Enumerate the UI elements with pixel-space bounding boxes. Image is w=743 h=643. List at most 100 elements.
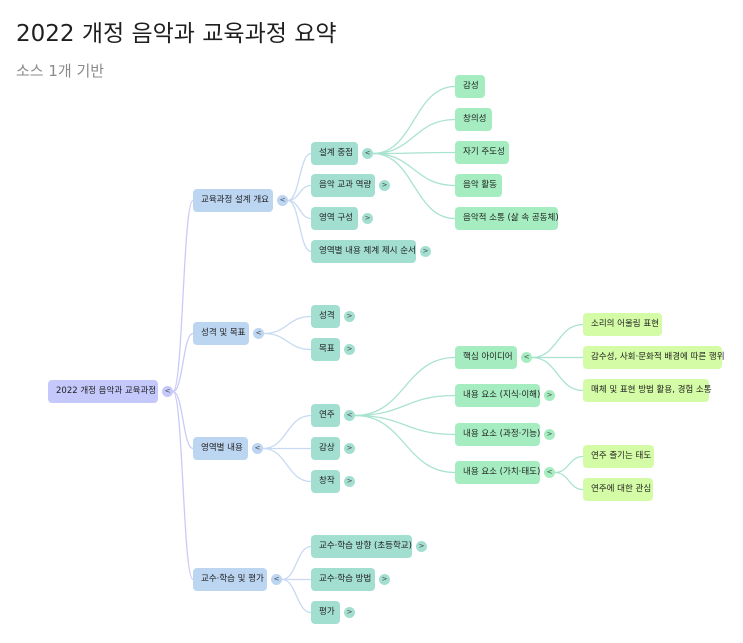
- connector-root-b: [172, 332, 194, 393]
- connector-d-d3: [281, 578, 312, 614]
- node-label: 목표: [319, 344, 335, 354]
- mindmap-node-c1d2[interactable]: 연주에 대한 관심: [583, 478, 653, 501]
- connector-a1-a1b: [372, 118, 456, 155]
- collapse-toggle-icon[interactable]: <: [362, 148, 373, 159]
- mindmap-node-c1a3[interactable]: 매체 및 표현 방법 활용, 경험 소통: [583, 379, 712, 402]
- connector-a1-a1a: [372, 85, 456, 155]
- node-label: 내용 요소 (가치·태도): [463, 467, 541, 477]
- collapse-toggle-icon[interactable]: <: [544, 467, 555, 478]
- expand-toggle-icon[interactable]: >: [344, 607, 355, 618]
- mindmap-node-c1a1[interactable]: 소리의 어울림 표현: [583, 313, 662, 336]
- mindmap-node-c1a2[interactable]: 감수성, 사회·문화적 배경에 따른 행위: [583, 346, 725, 369]
- expand-toggle-icon[interactable]: >: [344, 311, 355, 322]
- page-title: 2022 개정 음악과 교육과정 요약: [16, 21, 337, 47]
- node-label: 창작: [319, 476, 335, 486]
- node-label: 교수·학습 방향 (초등학교): [319, 541, 412, 551]
- node-label: 설계 중점: [319, 148, 353, 158]
- mindmap-node-c1[interactable]: 연주: [311, 404, 340, 427]
- connector-a1-a1e: [372, 152, 456, 220]
- connector-a-a4: [287, 199, 312, 253]
- collapse-toggle-icon[interactable]: <: [521, 352, 532, 363]
- node-label: 감상: [319, 443, 335, 453]
- node-label: 음악 교과 역량: [319, 180, 372, 190]
- node-label: 성격: [319, 311, 335, 321]
- collapse-toggle-icon[interactable]: <: [162, 386, 173, 397]
- connector-c1d-c1d1: [554, 455, 584, 474]
- node-label: 연주: [319, 410, 335, 420]
- expand-toggle-icon[interactable]: >: [362, 213, 373, 224]
- mindmap-node-c2[interactable]: 감상: [311, 437, 340, 460]
- mindmap-node-a1b[interactable]: 창의성: [455, 108, 492, 131]
- node-label: 교수·학습 방법: [319, 574, 372, 584]
- mindmap-node-a1a[interactable]: 감성: [455, 75, 485, 98]
- collapse-toggle-icon[interactable]: <: [271, 574, 282, 585]
- mindmap-node-a1[interactable]: 설계 중점: [311, 142, 358, 165]
- mindmap-node-b1[interactable]: 성격: [311, 305, 340, 328]
- mindmap-node-d1[interactable]: 교수·학습 방향 (초등학교): [311, 535, 412, 558]
- mindmap-node-a1d[interactable]: 음악 활동: [455, 174, 502, 197]
- connector-c1-c1a: [354, 356, 456, 417]
- mindmap-node-a[interactable]: 교육과정 설계 개요: [193, 189, 273, 212]
- collapse-toggle-icon[interactable]: <: [344, 410, 355, 421]
- mindmap-node-a1e[interactable]: 음악적 소통 (삶 속 공동체): [455, 207, 559, 230]
- node-label: 감성: [463, 81, 479, 91]
- connector-c1a-c1a1: [531, 323, 584, 359]
- connector-b-b2: [263, 332, 312, 351]
- connector-root-d: [172, 390, 194, 581]
- expand-toggle-icon[interactable]: >: [544, 429, 555, 440]
- mindmap-node-b2[interactable]: 목표: [311, 338, 340, 361]
- expand-toggle-icon[interactable]: >: [379, 574, 390, 585]
- connector-c1-c1b: [354, 394, 456, 417]
- mindmap-node-a1c[interactable]: 자기 주도성: [455, 141, 509, 164]
- node-label: 매체 및 표현 방법 활용, 경험 소통: [591, 385, 712, 395]
- connector-c-c3: [262, 447, 312, 483]
- mindmap-node-a3[interactable]: 영역 구성: [311, 207, 358, 230]
- node-label: 내용 요소 (지식·이해): [463, 390, 541, 400]
- expand-toggle-icon[interactable]: >: [420, 246, 431, 257]
- connector-a1-a1d: [372, 152, 456, 187]
- mindmap-node-c3[interactable]: 창작: [311, 470, 340, 493]
- collapse-toggle-icon[interactable]: <: [253, 328, 264, 339]
- mindmap-node-d[interactable]: 교수·학습 및 평가: [193, 568, 267, 591]
- mindmap-node-b[interactable]: 성격 및 목표: [193, 322, 249, 345]
- node-label: 연주 즐기는 태도: [591, 451, 652, 461]
- connector-a1-a1c: [372, 151, 456, 155]
- mindmap-node-root[interactable]: 2022 개정 음악과 교육과정: [48, 380, 158, 403]
- connector-b-b1: [263, 315, 312, 335]
- expand-toggle-icon[interactable]: >: [379, 180, 390, 191]
- node-label: 핵심 아이디어: [463, 352, 513, 362]
- mindmap-node-c1d1[interactable]: 연주 즐기는 태도: [583, 445, 654, 468]
- collapse-toggle-icon[interactable]: <: [277, 195, 288, 206]
- source-count-subtitle: 소스 1개 기반: [16, 62, 105, 80]
- node-label: 성격 및 목표: [201, 328, 246, 338]
- expand-toggle-icon[interactable]: >: [344, 443, 355, 454]
- node-label: 영역 구성: [319, 213, 353, 223]
- expand-toggle-icon[interactable]: >: [416, 541, 427, 552]
- mindmap-node-d3[interactable]: 평가: [311, 601, 340, 624]
- mindmap-node-c[interactable]: 영역별 내용: [193, 437, 248, 460]
- node-label: 교육과정 설계 개요: [201, 195, 269, 205]
- node-label: 음악 활동: [463, 180, 497, 190]
- connector-a-a1: [287, 152, 312, 202]
- expand-toggle-icon[interactable]: >: [344, 344, 355, 355]
- mindmap-node-c1d[interactable]: 내용 요소 (가치·태도): [455, 461, 540, 484]
- expand-toggle-icon[interactable]: >: [544, 390, 555, 401]
- mindmap-node-a2[interactable]: 음악 교과 역량: [311, 174, 375, 197]
- mindmap-node-c1c[interactable]: 내용 요소 (과정·기능): [455, 423, 540, 446]
- node-label: 소리의 어울림 표현: [591, 319, 659, 329]
- collapse-toggle-icon[interactable]: <: [252, 443, 263, 454]
- connector-d-d1: [281, 545, 312, 581]
- connector-a-a2: [287, 184, 312, 202]
- node-label: 2022 개정 음악과 교육과정: [56, 386, 157, 396]
- mindmap-node-d2[interactable]: 교수·학습 방법: [311, 568, 375, 591]
- mindmap-node-a4[interactable]: 영역별 내용 체계 제시 순서: [311, 240, 416, 263]
- node-label: 교수·학습 및 평가: [201, 574, 264, 584]
- node-label: 평가: [319, 607, 335, 617]
- mindmap-node-c1a[interactable]: 핵심 아이디어: [455, 346, 517, 369]
- expand-toggle-icon[interactable]: >: [344, 476, 355, 487]
- node-label: 영역별 내용 체계 제시 순서: [319, 246, 416, 256]
- connector-c1d-c1d2: [554, 471, 584, 491]
- mindmap-node-c1b[interactable]: 내용 요소 (지식·이해): [455, 384, 540, 407]
- connector-root-a: [172, 199, 194, 393]
- connector-c1-c1c: [354, 414, 456, 436]
